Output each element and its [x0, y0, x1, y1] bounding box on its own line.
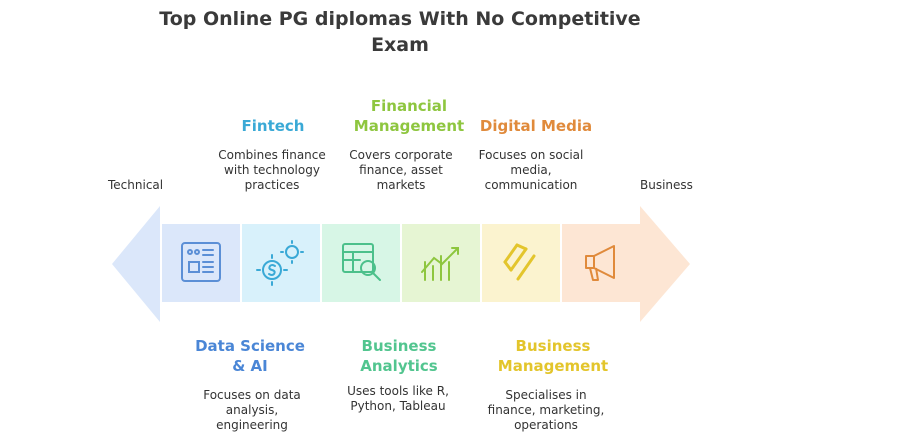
heading-data-science-ai: Data Science & AI — [195, 337, 305, 375]
segment-1 — [162, 224, 240, 302]
segment-6 — [562, 224, 640, 302]
diagram-title: Top Online PG diplomas With No Competiti… — [159, 8, 641, 56]
segment-3 — [322, 224, 400, 302]
description-digital-media: Focuses on social media, communication — [478, 148, 584, 192]
description-data-science-ai: Focuses on data analysis, engineering — [203, 388, 301, 432]
line-chart-icon — [421, 247, 459, 281]
right-arrow-head — [640, 206, 690, 322]
segment-5 — [482, 224, 560, 302]
gears-dollar-icon — [256, 240, 304, 286]
circuit-board-icon — [181, 242, 221, 282]
left-arrow-head — [112, 206, 160, 322]
left-end-label: Technical — [108, 178, 164, 192]
description-business-analytics: Uses tools like R, Python, Tableau — [347, 384, 449, 413]
description-fintech: Combines finance with technology practic… — [218, 148, 326, 192]
heading-fintech: Fintech — [241, 117, 305, 135]
heading-business-analytics: Business Analytics — [360, 337, 438, 375]
links-icon — [503, 243, 536, 281]
heading-digital-media: Digital Media — [479, 117, 593, 135]
heading-financial-management: Financial Management — [353, 97, 465, 135]
right-end-label: Business — [640, 178, 693, 192]
heading-business-management: Business Management — [497, 337, 609, 375]
segment-2 — [242, 224, 320, 302]
megaphone-icon — [585, 245, 615, 281]
spreadsheet-search-icon — [342, 243, 381, 281]
description-business-management: Specialises in finance, marketing, opera… — [487, 388, 605, 432]
description-financial-management: Covers corporate finance, asset markets — [349, 148, 453, 192]
